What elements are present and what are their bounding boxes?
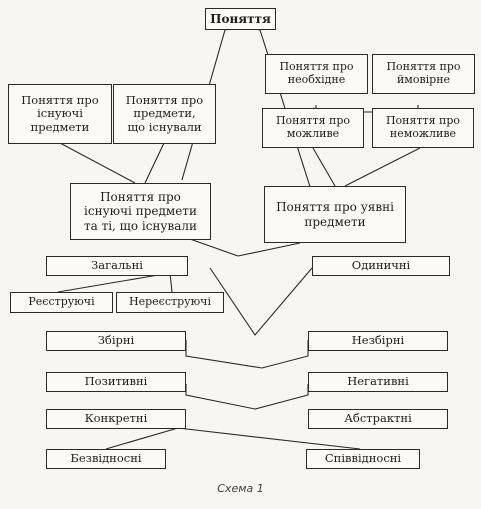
connector-line xyxy=(57,272,171,293)
connector-line xyxy=(209,267,313,336)
possible-box: Поняття про можливе xyxy=(262,108,364,148)
connector-line xyxy=(344,147,421,187)
registering-box: Реєструючі xyxy=(10,292,113,313)
non-relative-box: Безвідносні xyxy=(46,449,166,469)
connector-line xyxy=(185,384,309,410)
necessary-box: Поняття про необхідне xyxy=(265,54,368,94)
combined-existing-box: Поняття про існуючі предмети та ті, що і… xyxy=(70,183,211,240)
existing-objects-box: Поняття про існуючі предмети xyxy=(8,84,112,144)
connector-line xyxy=(169,272,173,293)
imaginary-objects-box: Поняття про уявні предмети xyxy=(264,186,406,243)
collective-box: Збірні xyxy=(46,331,186,351)
connector-line xyxy=(237,242,301,257)
connector-line xyxy=(177,427,361,450)
past-objects-box: Поняття про предмети, що існували xyxy=(113,84,216,144)
correlative-box: Співвідносні xyxy=(306,449,420,469)
diagram-caption: Схема 1 xyxy=(217,482,264,495)
impossible-box: Поняття про неможливе xyxy=(372,108,474,148)
connector-line xyxy=(189,238,239,257)
singular-box: Одиничні xyxy=(312,256,450,276)
abstract-box: Абстрактні xyxy=(308,409,448,429)
positive-box: Позитивні xyxy=(46,372,186,392)
general-box: Загальні xyxy=(46,256,188,276)
connector-line xyxy=(59,142,136,184)
connector-line xyxy=(312,147,336,187)
probable-box: Поняття про ймовірне xyxy=(372,54,475,94)
connector-line xyxy=(185,340,309,369)
non-collective-box: Незбірні xyxy=(308,331,448,351)
non-registering-box: Нереєструючі xyxy=(116,292,224,313)
connector-line xyxy=(105,427,179,450)
root-concept-box: Поняття xyxy=(205,8,276,30)
negative-box: Негативні xyxy=(308,372,448,392)
connector-line xyxy=(144,142,165,184)
concrete-box: Конкретні xyxy=(46,409,186,429)
